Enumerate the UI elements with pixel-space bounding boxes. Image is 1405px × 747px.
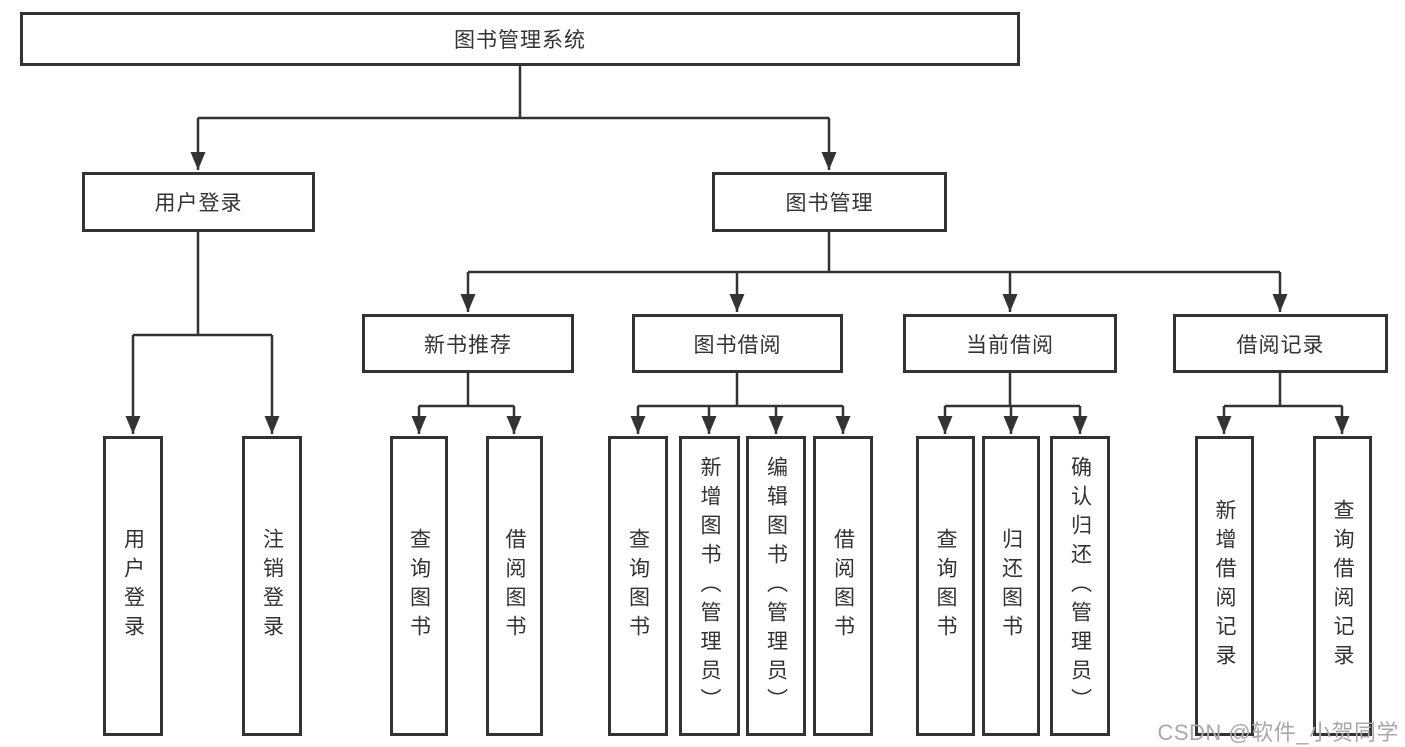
- leaf-label: 编辑图书（管理员）: [764, 455, 788, 717]
- node-label: 借阅记录: [1236, 333, 1325, 357]
- node-label: 图书管理系统: [454, 29, 586, 52]
- leaf-label: 借阅图书: [503, 528, 526, 644]
- node-library-management-system: 图书管理系统: [20, 12, 1020, 66]
- leaf-label: 用户登录: [121, 528, 145, 644]
- leaf-label: 查询借阅记录: [1331, 499, 1354, 673]
- node-book-borrowing: 图书借阅: [632, 314, 843, 373]
- node-label: 新书推荐: [424, 333, 512, 357]
- leaf-query-borrow-record: 查询借阅记录: [1313, 436, 1372, 736]
- leaf-label: 新增图书（管理员）: [698, 455, 721, 717]
- node-label: 图书借阅: [693, 333, 782, 357]
- node-label: 图书管理: [785, 192, 874, 215]
- node-borrowing-records: 借阅记录: [1173, 314, 1388, 373]
- node-user-login: 用户登录: [82, 172, 315, 232]
- leaf-label: 归还图书: [999, 528, 1023, 644]
- leaf-query-books-recommend: 查询图书: [390, 436, 448, 736]
- node-book-management: 图书管理: [712, 172, 947, 232]
- leaf-borrow-books-recommend: 借阅图书: [486, 436, 543, 736]
- leaf-label: 确认归还（管理员）: [1068, 455, 1092, 717]
- leaf-user-login: 用户登录: [103, 436, 163, 736]
- leaf-borrow-books: 借阅图书: [813, 436, 873, 736]
- leaf-query-books-current: 查询图书: [916, 436, 975, 736]
- leaf-label: 查询图书: [934, 528, 957, 644]
- node-current-borrowing: 当前借阅: [903, 314, 1117, 373]
- leaf-confirm-return-admin: 确认归还（管理员）: [1050, 436, 1110, 736]
- leaf-label: 查询图书: [626, 528, 650, 644]
- leaf-edit-book-admin: 编辑图书（管理员）: [746, 436, 806, 736]
- leaf-label: 查询图书: [407, 528, 431, 644]
- watermark: CSDN @软件_小贺同学: [1157, 720, 1399, 745]
- leaf-label: 借阅图书: [831, 528, 855, 644]
- leaf-label: 注销登录: [260, 528, 284, 644]
- node-label: 当前借阅: [966, 333, 1054, 357]
- leaf-add-borrow-record: 新增借阅记录: [1195, 436, 1254, 736]
- leaf-add-book-admin: 新增图书（管理员）: [679, 436, 740, 736]
- leaf-logout: 注销登录: [242, 436, 302, 736]
- leaf-return-books: 归还图书: [982, 436, 1040, 736]
- node-new-book-recommendation: 新书推荐: [362, 314, 574, 373]
- node-label: 用户登录: [154, 192, 243, 215]
- leaf-label: 新增借阅记录: [1213, 499, 1236, 673]
- leaf-query-books-borrowing: 查询图书: [608, 436, 668, 736]
